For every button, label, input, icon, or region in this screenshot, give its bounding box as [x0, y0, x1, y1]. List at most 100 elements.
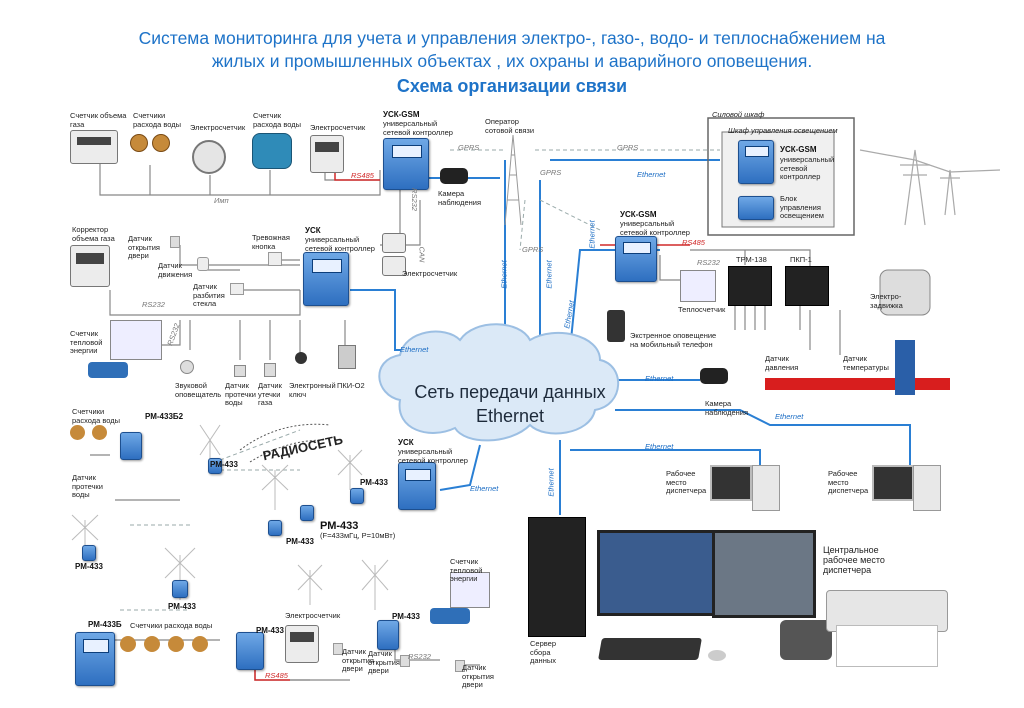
heat-counter-label: Теплосчетчик: [678, 305, 726, 314]
rm433-main-label: РМ-433: [320, 520, 359, 532]
water-meters-left-label: Счетчики расхода воды: [72, 407, 121, 425]
ip-phone: [780, 620, 832, 660]
tag-imp: Имп: [214, 196, 229, 205]
water-meters-bottom-label: Счетчики расхода воды: [130, 621, 213, 630]
door-sensor-3-label: Датчик открытия двери: [368, 649, 400, 675]
usk-mid-label: УСК: [305, 226, 321, 235]
tag-eth-g: Ethernet: [775, 412, 804, 421]
tag-rs232-a: RS232: [409, 188, 419, 211]
radio-antennas: [71, 424, 389, 610]
title-line-2: жилых и промышленных объектах , их охран…: [211, 51, 813, 71]
elec-meter-low: [285, 625, 319, 663]
tag-rs485-a: RS485: [351, 171, 374, 180]
power-cabinet-label: Силовой шкаф: [712, 110, 765, 119]
rm433-g: [377, 620, 399, 650]
page-title: Система мониторинга для учета и управлен…: [0, 27, 1024, 73]
light-block-label: Блок управления освещением: [780, 194, 824, 220]
workplace1-monitor: [710, 465, 752, 501]
dispatch-monitor-1: [597, 530, 715, 616]
usk-gsm-right-desc: универсальный сетевой контроллер: [620, 219, 690, 237]
central-label: Центральное рабочее место диспетчера: [823, 545, 885, 575]
tag-eth-k: Ethernet: [587, 220, 597, 249]
tag-eth-i: Ethernet: [470, 484, 499, 493]
ethernet-cloud: [378, 323, 620, 442]
cloud-line-2: Ethernet: [475, 406, 545, 426]
water-leak-sensor: [234, 365, 246, 377]
heat-meter-low-label: Счетчик тепловой энергии: [450, 557, 483, 583]
gas-meter-label: Счетчик объема газа: [70, 111, 127, 129]
usk-low: [398, 462, 436, 510]
usk-gsm-cabinet-label: УСК-GSM: [780, 145, 817, 154]
elec-meter-top2: [310, 135, 344, 173]
workplace2-case: [913, 465, 941, 511]
tag-can: CAN: [417, 246, 427, 263]
door-sensor-4-label: Датчик открытия двери: [462, 663, 494, 689]
server-tower: [528, 517, 586, 637]
alarm-button: [268, 252, 282, 266]
power-poles: [859, 149, 1001, 226]
emergency-label: Экстренное оповещение на мобильный телеф…: [630, 331, 717, 349]
gas-leak-sensor: [264, 363, 276, 377]
temperature-label: Датчик температуры: [843, 354, 889, 372]
elec-meter-mid-a: [382, 233, 406, 253]
page-subtitle: Схема организации связи: [396, 76, 628, 96]
usk-mid: [303, 252, 349, 306]
radio-waves: [239, 423, 331, 463]
trm-138: [728, 266, 772, 306]
camera-top-label: Камера наблюдения: [438, 189, 482, 207]
motion-sensor-label: Датчик движения: [158, 261, 193, 279]
tag-rs232-c: RS232: [142, 300, 165, 309]
printout: [836, 625, 938, 667]
usk-mid-desc: универсальный сетевой контроллер: [305, 235, 375, 253]
workplace1-case: [752, 465, 780, 511]
dispatch-monitor-2: [712, 530, 816, 618]
heat-meter-low-flow: [430, 608, 470, 624]
gas-meter: [70, 130, 118, 164]
heat-meter-low: [450, 572, 490, 608]
electro-valve-label: Электро-задвижка: [870, 292, 903, 310]
workplace1-label: Рабочее место диспетчера: [666, 469, 707, 495]
usk-gsm-right: [615, 236, 657, 282]
usk-gsm-top-label: УСК-GSM: [383, 110, 420, 119]
trm-label: ТРМ-138: [736, 255, 767, 264]
tag-gprs-b: GPRS: [617, 143, 639, 152]
rm433b: [75, 632, 115, 686]
water-meters-left: [70, 425, 110, 445]
door-sensor-1-label: Датчик открытия двери: [128, 234, 160, 260]
usk-low-label: УСК: [398, 438, 414, 447]
tag-eth-c: Ethernet: [544, 260, 554, 289]
tag-eth-b: Ethernet: [499, 260, 509, 289]
tag-eth-h: Ethernet: [645, 442, 674, 451]
water-meters-top: [130, 134, 170, 164]
camera-mid-label: Камера наблюдения: [705, 399, 749, 417]
rm433-c: [350, 488, 364, 504]
usk-gsm-cabinet-desc: универсальный сетевой контроллер: [780, 155, 835, 181]
elec-meter-top: [192, 140, 226, 174]
keyboard: [598, 638, 702, 660]
rm433-b-label: РМ-433: [286, 537, 314, 546]
rm433b2-label: РМ-433Б2: [145, 412, 184, 421]
tag-rs232-b: RS232: [697, 258, 720, 267]
elec-meter-mid-label: Электросчетчик: [402, 269, 458, 278]
rm433-g-label: РМ-433: [392, 612, 420, 621]
tag-eth-a: Ethernet: [637, 170, 666, 179]
pki-device: [338, 345, 356, 369]
door-sensor-2-label: Датчик открытия двери: [342, 647, 374, 673]
water-flow-meter: [252, 133, 292, 169]
light-cabinet-label: Шкаф управления освещением: [728, 126, 838, 135]
valve-actuator: [879, 269, 931, 316]
power-cabinet-outline: [707, 117, 855, 236]
rm433-e: [172, 580, 188, 598]
heat-meter-left-label: Счетчик тепловой энергии: [70, 329, 103, 355]
heat-meter-left-flow: [88, 362, 128, 378]
electronic-key: [295, 352, 307, 364]
gas-corrector: [70, 245, 110, 287]
alarm-button-label: Тревожная кнопка: [252, 233, 290, 251]
usk-gsm-top: [383, 138, 429, 190]
tag-gprs-a: GPRS: [458, 143, 480, 152]
rm433-main-device: [300, 505, 314, 521]
door-sensor-2: [333, 643, 343, 655]
wireless-links: [120, 149, 720, 611]
usk-low-desc: универсальный сетевой контроллер: [398, 447, 468, 465]
water-leak2-label: Датчик протечки воды: [72, 473, 103, 499]
